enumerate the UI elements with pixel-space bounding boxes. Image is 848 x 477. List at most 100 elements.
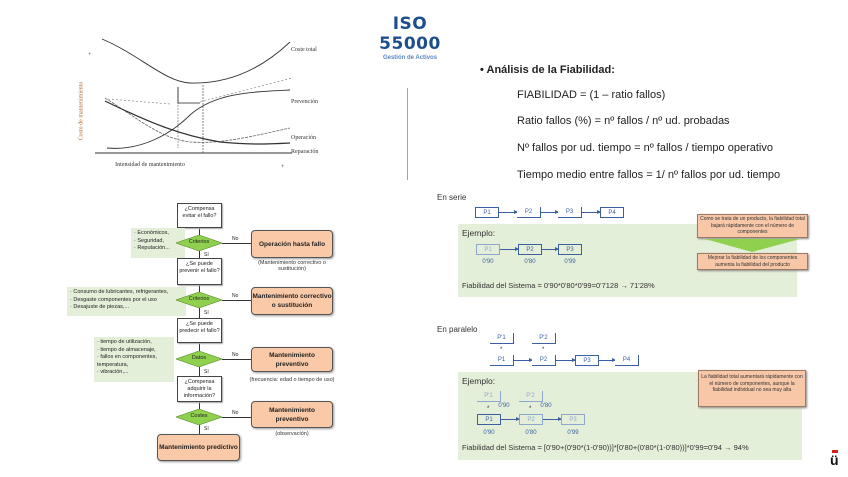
maintenance-cost-diagram <box>95 38 293 154</box>
serie-example-label: Ejemplo: <box>462 228 496 238</box>
arrow <box>514 358 533 362</box>
parallel-star: * <box>487 406 490 412</box>
formula-fiabilidad: FIABILIDAD = (1 – ratio fallos) <box>517 89 666 101</box>
paralelo-note: La fiabilidad total aumentará rápidament… <box>698 370 806 407</box>
note-datos: · tiempo de utilización, · tiempo de alm… <box>94 337 174 382</box>
paralelo-example-top-value: 0'80 <box>540 403 552 409</box>
serie-result: Fiabilidad del Sistema = 0'90*0'80*0'99=… <box>462 281 655 290</box>
serie-note-top: Como se trata de un producto, la fiabili… <box>697 214 808 238</box>
arrow <box>543 417 562 421</box>
divider-line <box>407 88 408 180</box>
decision-criterios-2: Criterios <box>176 292 222 308</box>
paralelo-top-part: P'2 <box>532 333 556 344</box>
paralelo-example-value: 0'99 <box>567 430 579 436</box>
y-axis-label: Costo de mantenimiento <box>78 81 85 141</box>
paralelo-example-part: P3 <box>561 414 585 425</box>
no-connector <box>222 243 251 244</box>
paralelo-part: P4 <box>615 355 639 366</box>
arrow <box>599 358 616 362</box>
question-prevenir: ¿Se puede prevenir el fallo? <box>177 258 222 285</box>
parallel-star: * <box>542 347 545 353</box>
serie-example-value: 0'90 <box>482 259 494 265</box>
curve-dashed <box>107 77 293 105</box>
paralelo-heading: En paralelo <box>437 325 478 334</box>
note-line: · Reputación... <box>134 245 170 251</box>
no-label: No <box>232 410 239 416</box>
x-axis-label: Intensidad de mantenimiento <box>115 162 185 168</box>
analysis-title-text: Análisis de la Fiabilidad: <box>486 64 615 76</box>
x-plus: + <box>281 164 285 170</box>
paralelo-result: Fiabilidad del Sistema = [0'90+(0'90*(1-… <box>462 443 749 452</box>
formula-mtbf: Tiempo medio entre fallos = 1/ nº fallos… <box>517 169 781 181</box>
paralelo-example-part: P2 <box>519 414 543 425</box>
analysis-title: • Análisis de la Fiabilidad: <box>480 64 615 76</box>
decision-costes: Costes <box>176 409 222 425</box>
parallel-star: * <box>500 347 503 353</box>
outcome-operacion-hasta-fallo: Operación hasta fallo <box>251 230 333 258</box>
paralelo-example-label: Ejemplo: <box>462 376 496 386</box>
university-logo-crown <box>832 450 838 453</box>
no-connector <box>222 359 251 360</box>
no-connector <box>222 417 251 418</box>
outcome-predictivo: Mantenimiento predictivo <box>157 434 240 461</box>
label-coste-total: Coste total <box>291 47 317 53</box>
serie-example-part: P1 <box>476 244 500 255</box>
decision-datos: Datos <box>176 351 222 367</box>
arrow <box>541 210 559 214</box>
university-logo: ü <box>830 452 839 468</box>
question-compensa-evitar: ¿Compensa evitar el fallo? <box>177 203 222 228</box>
down-arrow-icon <box>705 239 800 252</box>
note-line: · vibración,... <box>97 369 129 375</box>
paralelo-example-top-value: 0'90 <box>498 403 510 409</box>
note-line: · Consumo de lubricantes, refrigerantes, <box>70 289 169 295</box>
label-prevencion: Prevención <box>291 99 318 105</box>
paralelo-part: P2 <box>532 355 556 366</box>
no-label: No <box>232 293 239 299</box>
label-reparacion: Reparación <box>291 149 319 155</box>
curve-coste-total <box>101 38 291 84</box>
note-line: · tiempo de almacenaje, <box>97 346 156 353</box>
paralelo-top-part: P'1 <box>490 333 514 344</box>
serie-note-bottom: Mejorar la fiabilidad de los componentes… <box>697 253 808 270</box>
paralelo-part: P3 <box>575 355 599 366</box>
si-label: Sí <box>204 252 209 258</box>
logo-number: 55000 <box>379 34 441 54</box>
curve-operacion <box>104 97 291 143</box>
decision-criterios-1: Criterios <box>176 235 222 251</box>
paralelo-example-top-part: P'2 <box>519 391 543 402</box>
curve-prevencion <box>106 89 291 149</box>
caption-correctivo: (Mantenimiento correctivo o sustitución) <box>258 260 326 272</box>
question-predecir: ¿Se puede predecir el fallo? <box>177 318 222 343</box>
serie-heading: En serie <box>437 193 467 202</box>
serie-example-value: 0'80 <box>524 259 536 265</box>
si-label: Sí <box>204 369 209 375</box>
note-line: temperatura, <box>97 361 129 368</box>
serie-part: P4 <box>600 207 624 218</box>
caption-observacion: (observación) <box>275 431 309 437</box>
note-criterios-2: · Consumo de lubricantes, refrigerantes,… <box>67 287 186 316</box>
outcome-preventivo-1: Mantenimiento preventivo <box>251 347 333 372</box>
formula-ratio-fallos: Ratio fallos (%) = nº fallos / nº ud. pr… <box>517 115 730 127</box>
paralelo-example-value: 0'80 <box>525 430 537 436</box>
caption-frecuencia: (frecuencia: edad o tiempo de uso) <box>249 377 335 383</box>
note-line: · Seguridad, <box>134 237 164 244</box>
arrow <box>501 417 520 421</box>
serie-part: P3 <box>558 207 582 218</box>
paralelo-example-value: 0'90 <box>483 430 495 436</box>
formula-fallos-tiempo: Nº fallos por ud. tiempo = nº fallos / t… <box>517 142 773 154</box>
note-line: · Desgaste componentes por el uso <box>70 296 157 303</box>
note-line: · Desajuste de piezas,... <box>70 304 130 310</box>
iso-55000-logo: ISO 55000 Gestión de Activos <box>368 14 452 61</box>
question-adquirir-informacion: ¿Compensa adquirir la información? <box>177 376 222 402</box>
outcome-correctivo: Mantenimiento correctivo o sustitución <box>251 287 333 315</box>
note-line: · Económicos, <box>134 230 169 236</box>
note-line: · tiempo de utilización, <box>97 339 152 345</box>
decision-label: Criterios <box>188 296 210 302</box>
decision-label: Criterios <box>188 239 210 245</box>
paralelo-part: P1 <box>490 355 514 366</box>
logo-brand: ISO <box>392 14 428 34</box>
y-plus: + <box>88 52 92 58</box>
no-label: No <box>232 352 239 358</box>
note-line: · fallos en componentes, <box>97 354 157 360</box>
outcome-preventivo-2: Mantenimiento preventivo <box>251 401 333 428</box>
